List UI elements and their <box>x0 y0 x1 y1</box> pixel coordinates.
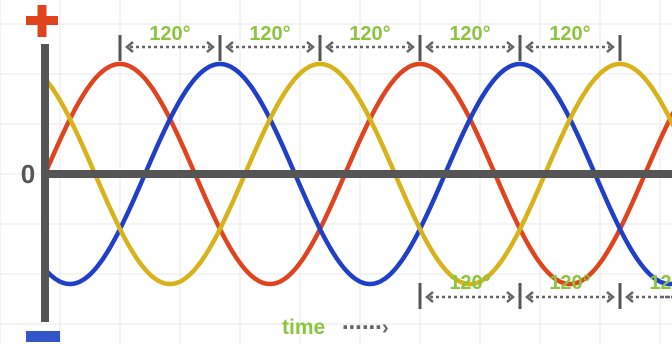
wave-yellow <box>42 61 672 287</box>
time-label: time <box>282 316 325 339</box>
arrow-left-icon <box>125 41 134 53</box>
interval-label: 120° <box>149 23 190 45</box>
arrow-left-icon <box>425 41 434 53</box>
arrow-right-icon <box>506 291 515 303</box>
plus-sign <box>26 5 58 37</box>
arrow-left-icon <box>425 291 434 303</box>
top-phase-intervals: 120° 120° 120° 120° 120° <box>118 23 622 61</box>
time-arrow-icon: ⋯⋯› <box>342 317 389 339</box>
interval-label: 120° <box>349 23 390 45</box>
arrow-left-icon <box>625 291 634 303</box>
arrow-right-icon <box>206 41 215 53</box>
wave-blue <box>42 61 672 287</box>
arrow-right-icon <box>306 41 315 53</box>
arrow-right-icon <box>606 291 615 303</box>
minus-sign <box>26 331 60 342</box>
waves <box>42 61 672 287</box>
interval-label: 120° <box>549 272 590 294</box>
interval-label: 120° <box>649 272 672 294</box>
interval-label: 120° <box>449 23 490 45</box>
arrow-left-icon <box>525 291 534 303</box>
arrow-right-icon <box>406 41 415 53</box>
arrow-left-icon <box>325 41 334 53</box>
interval-label: 120° <box>549 23 590 45</box>
interval-label: 120° <box>449 272 490 294</box>
axes <box>41 44 672 322</box>
bottom-phase-intervals: 120°120°120°120°120° <box>418 272 672 309</box>
wave-red <box>42 61 672 287</box>
zero-label: 0 <box>21 159 35 189</box>
arrow-left-icon <box>525 41 534 53</box>
arrow-right-icon <box>606 41 615 53</box>
arrow-left-icon <box>225 41 234 53</box>
interval-label: 120° <box>249 23 290 45</box>
arrow-right-icon <box>506 41 515 53</box>
